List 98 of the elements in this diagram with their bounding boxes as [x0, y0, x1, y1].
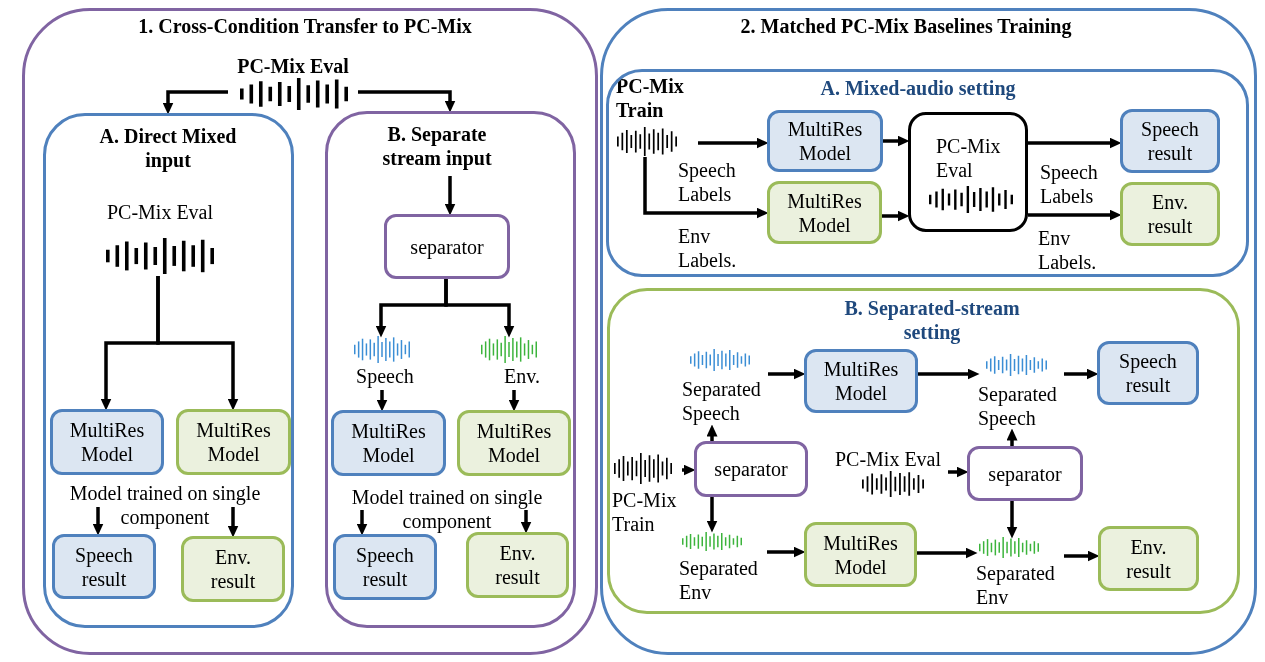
waveform-label: PC-Mix Eval: [106, 200, 214, 224]
arrow: [1006, 501, 1018, 539]
box-label: Speech result: [74, 542, 134, 591]
result-box: [466, 532, 569, 598]
arrow: [92, 507, 104, 536]
box-label: Speech result: [355, 543, 415, 591]
section-title: B. Separate stream input: [381, 122, 493, 170]
box-label: separator: [714, 457, 788, 481]
arrow: [1006, 428, 1018, 446]
result-box: [1098, 526, 1199, 591]
separator-box: [384, 214, 510, 279]
arrow: [643, 157, 769, 219]
section-panel: [607, 288, 1240, 614]
annotation-text: Model trained on single component: [350, 485, 544, 533]
box-label: MultiRes Model: [786, 117, 864, 165]
panel-title: 1. Cross-Condition Transfer to PC-Mix: [138, 14, 472, 38]
waveform-label: PC-Mix Train: [616, 74, 685, 122]
box-label: MultiRes Model: [475, 419, 553, 467]
arrow: [948, 466, 969, 478]
arrow: [917, 547, 978, 559]
panel: [22, 8, 598, 655]
result-box: [181, 536, 285, 602]
edge-label: Speech Labels: [678, 158, 737, 206]
waveform-label: PC-Mix Train: [612, 488, 678, 536]
result-box: [1097, 341, 1199, 405]
model-box: [767, 181, 882, 244]
dataset-box: [908, 112, 1028, 232]
waveform-label: PC-Mix Eval: [237, 54, 349, 78]
separator-box: [967, 446, 1083, 501]
waveform-label: Speech: [356, 364, 414, 388]
model-box: [176, 409, 291, 475]
box-label: MultiRes Model: [195, 418, 272, 466]
box-label: Env. result: [494, 541, 541, 589]
box-label: Speech result: [1140, 117, 1200, 165]
result-box: [52, 534, 156, 599]
arrow: [162, 90, 228, 115]
model-box: [767, 110, 883, 172]
separator-box: [694, 441, 808, 497]
arrow: [376, 390, 388, 412]
arrow: [767, 546, 806, 558]
panel-title: 2. Matched PC-Mix Baselines Training: [740, 14, 1072, 38]
arrow: [1064, 550, 1100, 562]
arrow: [1064, 368, 1099, 380]
edge-label: Env Labels.: [678, 224, 738, 272]
arrow: [156, 276, 239, 411]
box-label: separator: [988, 461, 1062, 486]
edge-label: Speech Labels: [1040, 160, 1099, 208]
panel: [600, 8, 1257, 655]
section-title: B. Separated-stream setting: [843, 296, 1021, 344]
arrow: [444, 176, 456, 216]
section-title: A. Direct Mixed input: [98, 124, 238, 172]
box-label: separator: [410, 234, 484, 259]
waveform-label: Separated Speech: [682, 377, 762, 425]
section-title: A. Mixed-audio setting: [820, 76, 1016, 100]
arrow: [883, 135, 910, 147]
model-box: [331, 410, 446, 476]
annotation-text: Model trained on single component: [68, 481, 262, 529]
waveform-label: Separated Speech: [978, 382, 1058, 430]
arrow: [1028, 209, 1122, 221]
arrow: [508, 390, 520, 412]
waveform-label: PC-Mix Eval: [834, 447, 942, 471]
model-box: [50, 409, 164, 475]
edge-label: Env Labels.: [1038, 226, 1098, 274]
waveform-label: Env.: [504, 364, 540, 388]
result-box: [1120, 182, 1220, 246]
arrow: [358, 90, 456, 113]
arrow: [1028, 137, 1122, 149]
arrow: [706, 497, 718, 533]
box-label: PC-Mix Eval: [936, 134, 1002, 182]
arrow: [768, 368, 806, 380]
model-box: [457, 410, 571, 476]
box-label: Env. result: [1146, 190, 1194, 238]
waveform-label: Separated Env: [679, 556, 759, 604]
box-label: MultiRes Model: [786, 188, 863, 237]
box-label: Env. result: [209, 545, 257, 593]
arrow: [356, 510, 368, 536]
box-label: Speech result: [1118, 349, 1178, 397]
arrow: [882, 210, 910, 222]
box-label: MultiRes Model: [822, 530, 899, 579]
section-panel: [606, 69, 1249, 277]
section-panel: [43, 113, 294, 628]
waveform-label: Separated Env: [976, 561, 1056, 609]
arrow: [682, 464, 696, 476]
arrow: [520, 510, 532, 534]
result-box: [333, 534, 437, 600]
arrow: [227, 507, 239, 538]
box-label: MultiRes Model: [350, 419, 427, 467]
arrow: [918, 368, 980, 380]
arrow: [706, 424, 718, 441]
box-label: Env. result: [1125, 534, 1172, 583]
box-label: MultiRes Model: [68, 418, 146, 466]
model-box: [804, 349, 918, 413]
box-label: MultiRes Model: [822, 357, 900, 405]
result-box: [1120, 109, 1220, 173]
section-panel: [325, 111, 576, 628]
arrow: [444, 279, 515, 338]
arrow: [698, 137, 769, 149]
model-box: [804, 522, 917, 587]
